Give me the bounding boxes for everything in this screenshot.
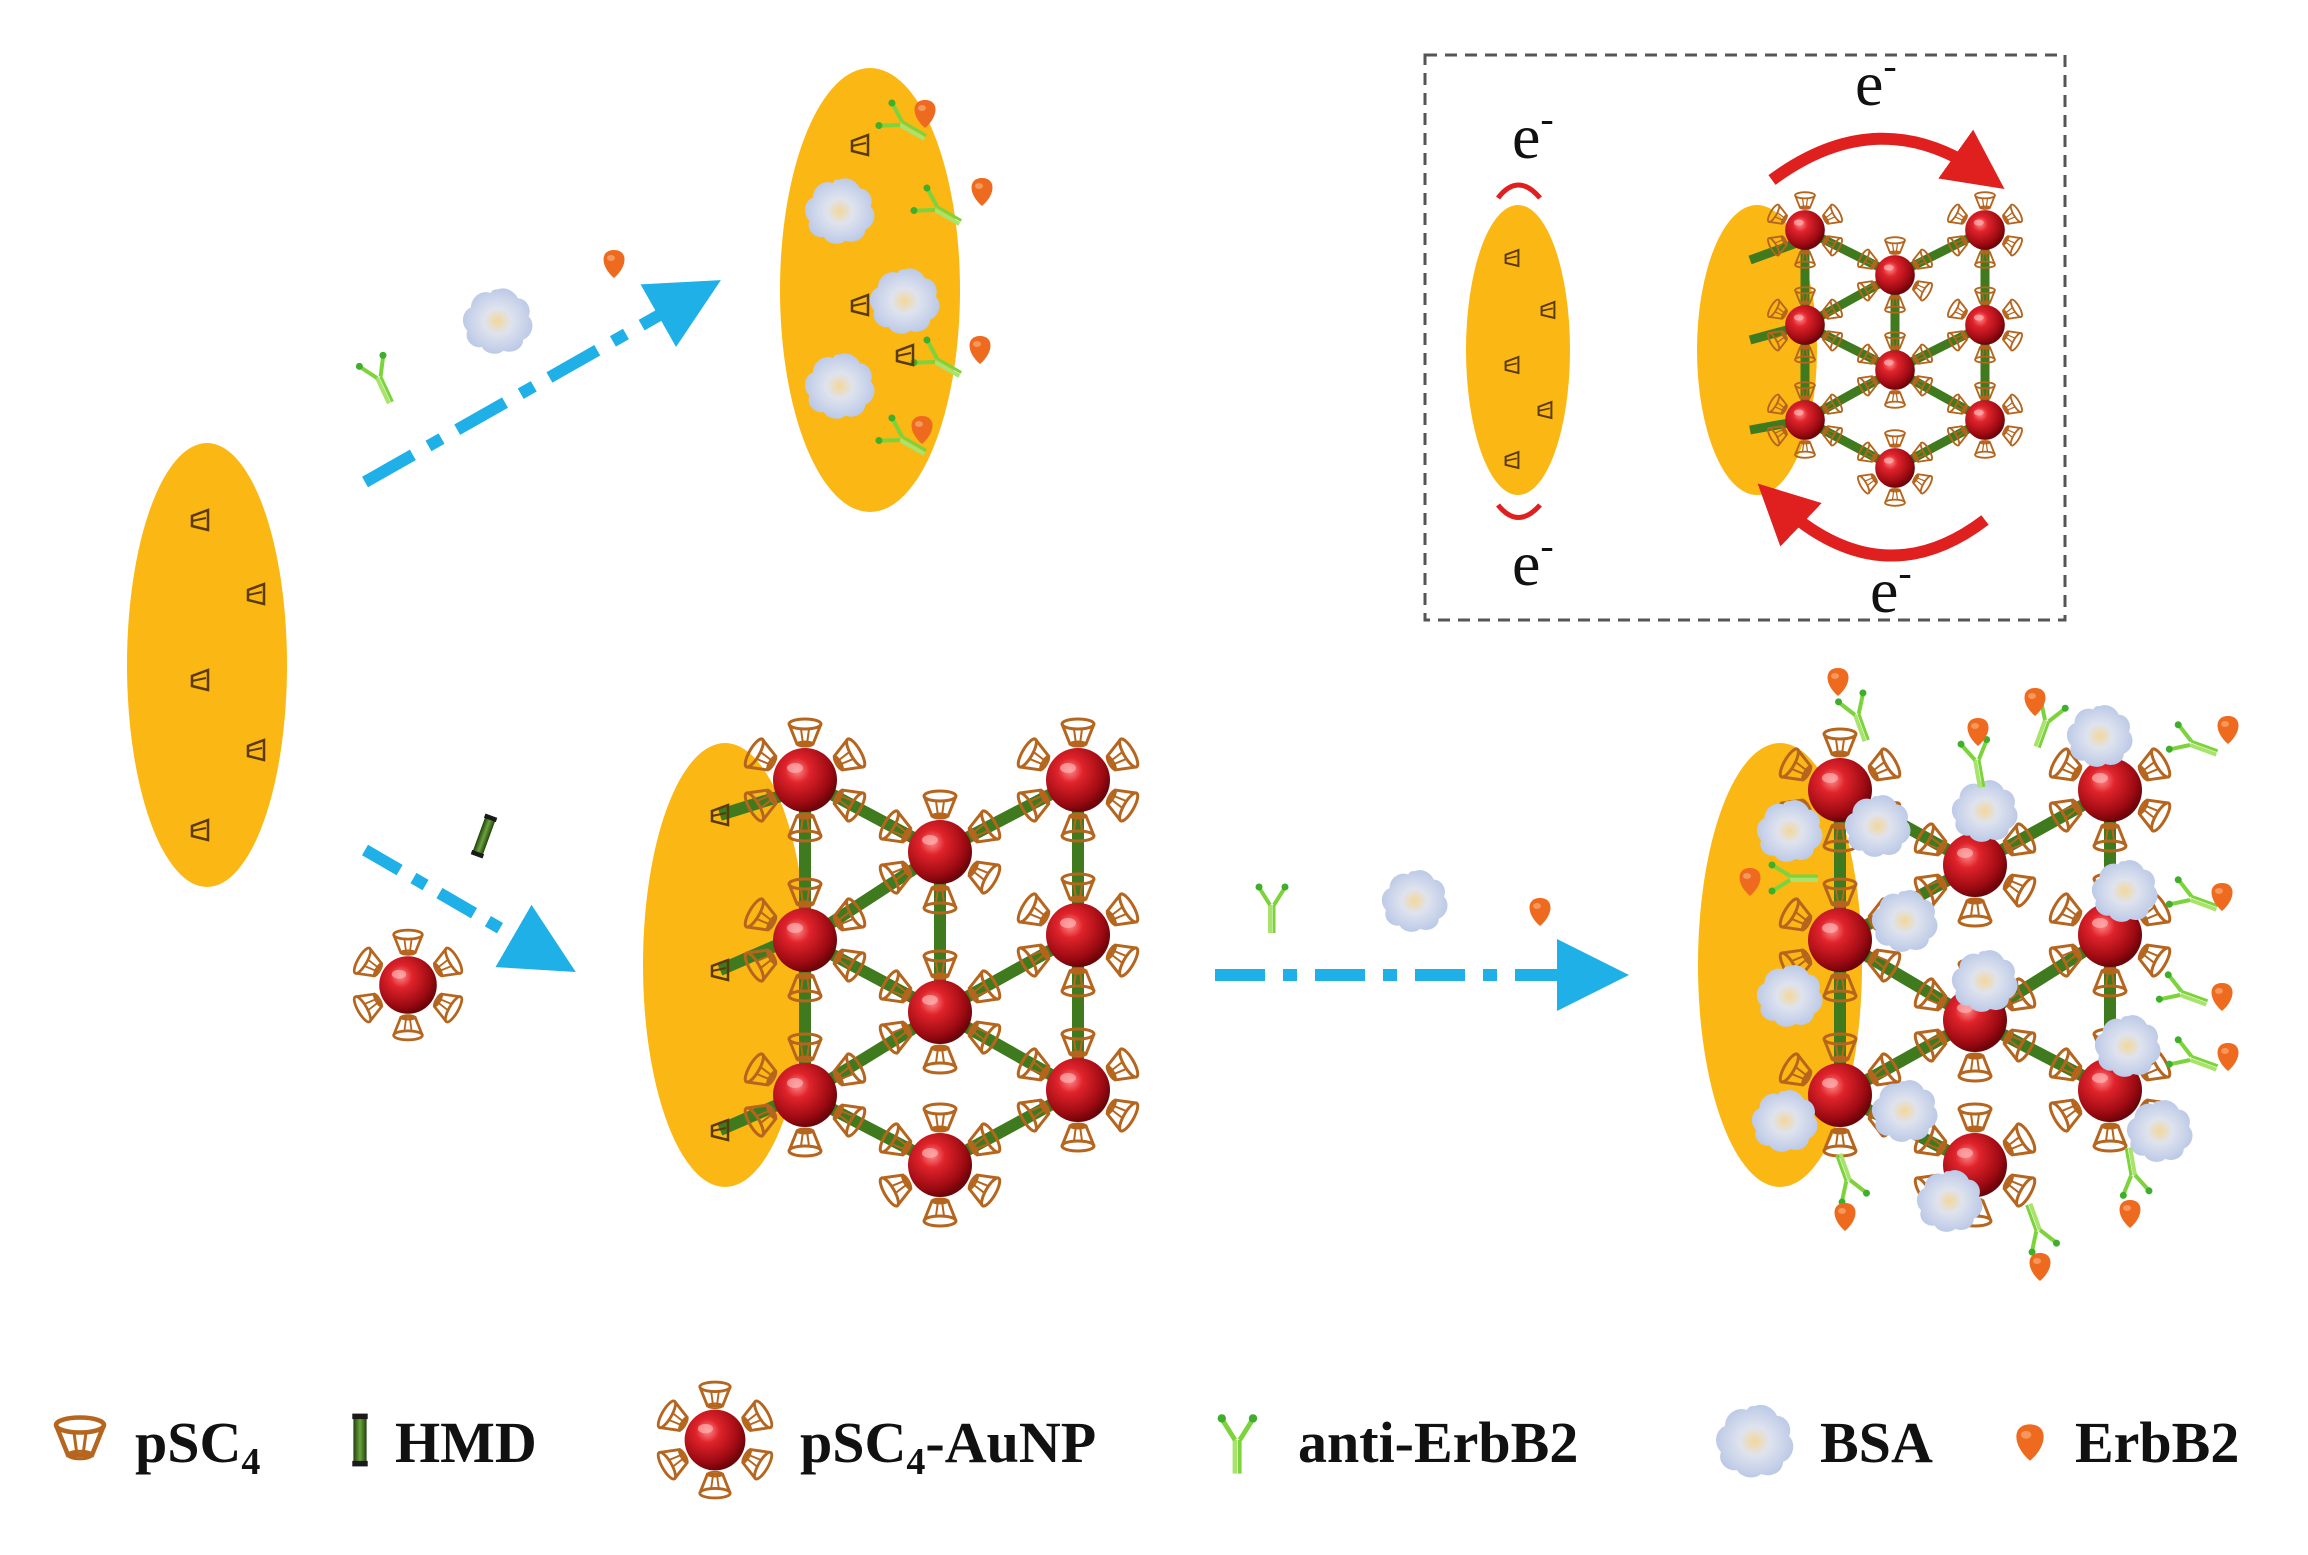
inset-electron-transfer: e- e- e- e- bbox=[1423, 43, 2067, 626]
legend-anti-erbb2: anti-ErbB2 bbox=[1298, 1410, 1578, 1475]
electron-label-3: e- bbox=[1855, 43, 1897, 119]
aunp-sphere-icon bbox=[655, 1382, 775, 1498]
top-electrode-assembled bbox=[780, 68, 993, 512]
erbb2-drop-icon bbox=[2016, 1424, 2044, 1461]
legend-erbb2: ErbB2 bbox=[2075, 1410, 2239, 1475]
hmd-linker-icon bbox=[470, 813, 498, 859]
final-electrode bbox=[1698, 668, 2239, 1281]
electron-label-1: e- bbox=[1512, 96, 1554, 172]
final-step-arrow bbox=[1215, 870, 1629, 1011]
aunp-sphere-icon bbox=[351, 930, 464, 1040]
antibody-icon bbox=[1218, 1414, 1258, 1473]
legend-psc4-aunp: pSC4-AuNP bbox=[800, 1410, 1096, 1483]
bare-electrode bbox=[127, 443, 287, 887]
antibody-icon bbox=[352, 348, 408, 412]
erbb2-drop-icon bbox=[603, 250, 625, 278]
legend-hmd: HMD bbox=[395, 1410, 537, 1475]
bsa-cloud-icon bbox=[462, 288, 533, 354]
network-electrode bbox=[643, 719, 1141, 1226]
bottom-path-arrow bbox=[351, 813, 576, 1040]
top-path-arrow bbox=[352, 250, 721, 488]
legend: pSC4 HMD pSC4-AuNP anti-ErbB2 BSA ErbB2 bbox=[56, 1382, 2239, 1498]
electron-label-2: e- bbox=[1512, 523, 1554, 599]
electron-label-4: e- bbox=[1870, 550, 1912, 626]
hmd-linker-icon bbox=[352, 1413, 368, 1467]
legend-bsa: BSA bbox=[1820, 1410, 1933, 1475]
legend-psc4: pSC4 bbox=[135, 1410, 260, 1483]
psc4-cup-icon bbox=[56, 1418, 104, 1459]
bsa-cloud-icon bbox=[1716, 1404, 1794, 1478]
